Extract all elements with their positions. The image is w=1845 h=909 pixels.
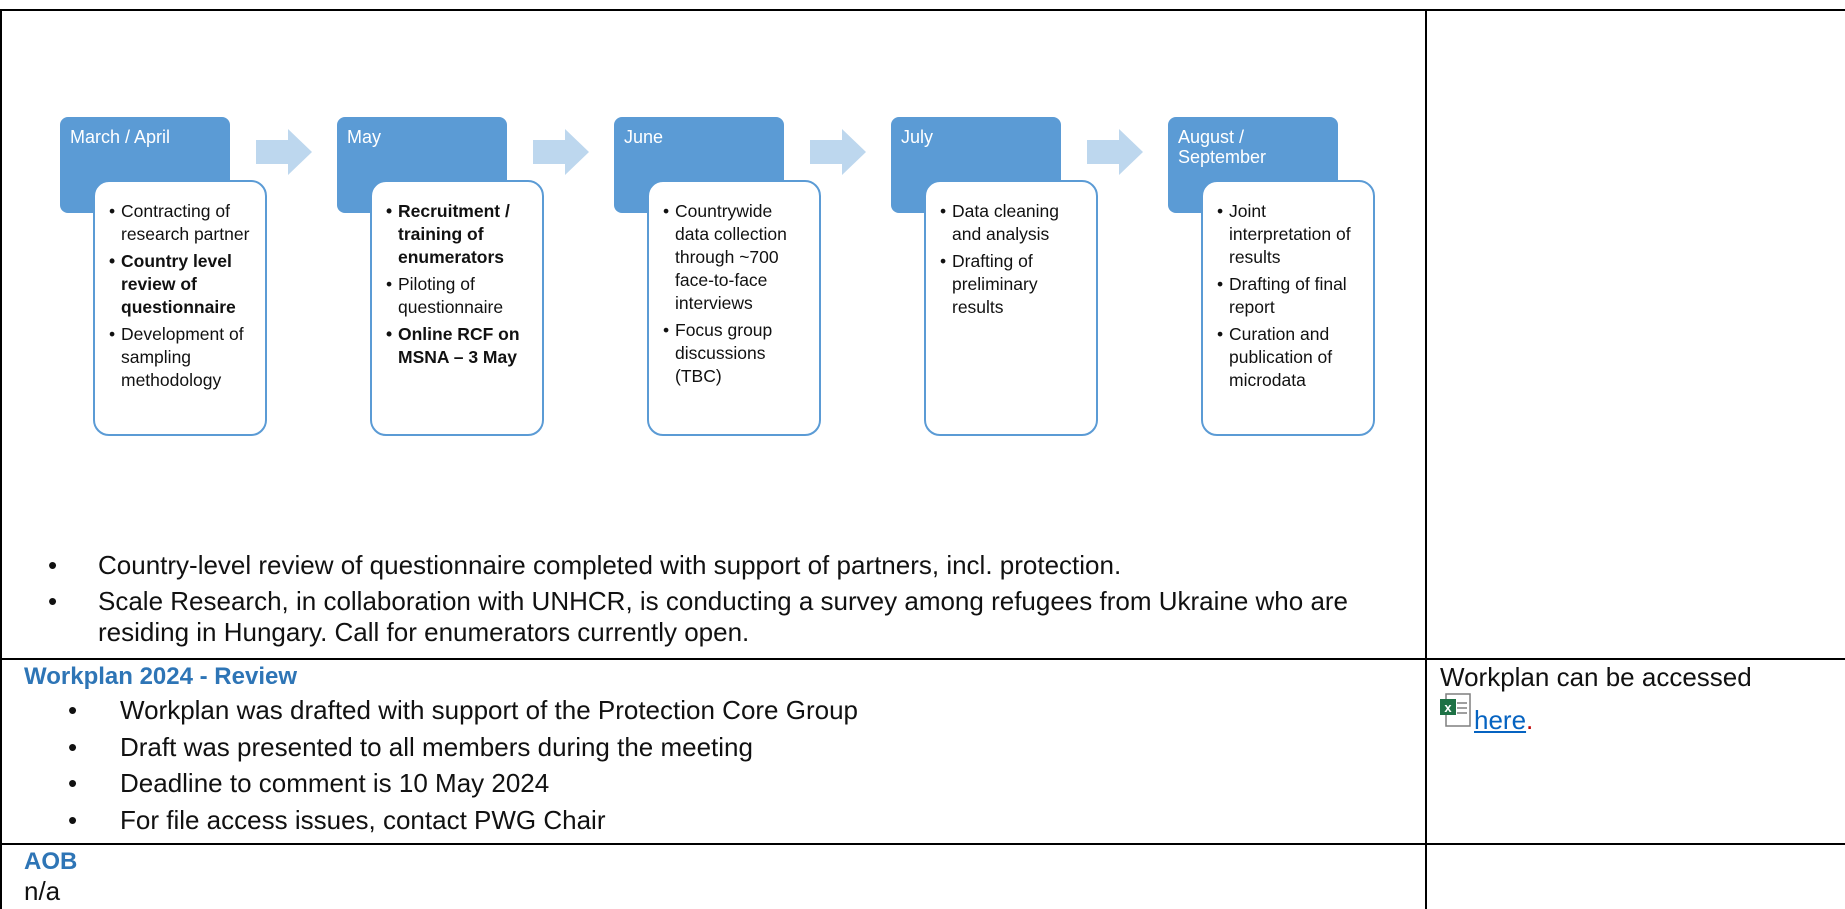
workplan-title: Workplan 2024 - Review	[24, 663, 297, 690]
note-item: Scale Research, in collaboration with UN…	[0, 586, 1420, 648]
stage-item: Development of sampling methodology	[109, 323, 257, 392]
workplan-list: Workplan was drafted with support of the…	[0, 695, 1400, 841]
arrow-right-icon	[256, 129, 312, 175]
link-period: .	[1526, 705, 1534, 735]
stage-item: Joint interpretation of results	[1217, 200, 1365, 269]
stage-item: Drafting of preliminary results	[940, 250, 1088, 319]
workplan-item: Draft was presented to all members durin…	[0, 732, 1400, 769]
stage-items: Countrywide data collection through ~700…	[663, 200, 811, 388]
stage-item: Drafting of final report	[1217, 273, 1365, 319]
workplan-item: Deadline to comment is 10 May 2024	[0, 768, 1400, 805]
stage-item: Recruitment / training of enumerators	[386, 200, 534, 269]
stage-item: Piloting of questionnaire	[386, 273, 534, 319]
stage-card: Recruitment / training of enumeratorsPil…	[370, 180, 544, 436]
table-row-divider-1	[0, 658, 1845, 660]
stage-items: Data cleaning and analysisDrafting of pr…	[940, 200, 1088, 319]
workplan-access-text: Workplan can be accessed	[1440, 662, 1752, 692]
workplan-link-line: here.	[1474, 705, 1533, 736]
arrow-right-icon	[810, 129, 866, 175]
arrow-right-icon	[1087, 129, 1143, 175]
arrow-right-icon	[533, 129, 589, 175]
aob-title: AOB	[24, 848, 78, 875]
aob-text: n/a	[24, 876, 61, 906]
stage-items: Recruitment / training of enumeratorsPil…	[386, 200, 534, 369]
excel-file-icon[interactable]: x	[1440, 693, 1472, 727]
stage-item: Focus group discussions (TBC)	[663, 319, 811, 388]
stage-item: Countrywide data collection through ~700…	[663, 200, 811, 315]
table-column-divider	[1425, 9, 1427, 909]
stage-card: Data cleaning and analysisDrafting of pr…	[924, 180, 1098, 436]
stage-items: Joint interpretation of resultsDrafting …	[1217, 200, 1365, 392]
stage-card: Countrywide data collection through ~700…	[647, 180, 821, 436]
svg-text:x: x	[1444, 700, 1452, 715]
notes-list: Country-level review of questionnaire co…	[0, 550, 1420, 648]
stage-item: Online RCF on MSNA – 3 May	[386, 323, 534, 369]
workplan-link[interactable]: here	[1474, 705, 1527, 735]
stage-items: Contracting of research partnerCountry l…	[109, 200, 257, 392]
stage-item: Data cleaning and analysis	[940, 200, 1088, 246]
stage-card: Contracting of research partnerCountry l…	[93, 180, 267, 436]
table-row-divider-2	[0, 843, 1845, 845]
workplan-item: Workplan was drafted with support of the…	[0, 695, 1400, 732]
workplan-item: For file access issues, contact PWG Chai…	[0, 805, 1400, 842]
table-border-left	[0, 9, 2, 909]
stage-item: Contracting of research partner	[109, 200, 257, 246]
note-item: Country-level review of questionnaire co…	[0, 550, 1420, 581]
stage-card: Joint interpretation of resultsDrafting …	[1201, 180, 1375, 436]
stage-item: Curation and publication of microdata	[1217, 323, 1365, 392]
table-border-top	[0, 9, 1845, 11]
stage-item: Country level review of questionnaire	[109, 250, 257, 319]
